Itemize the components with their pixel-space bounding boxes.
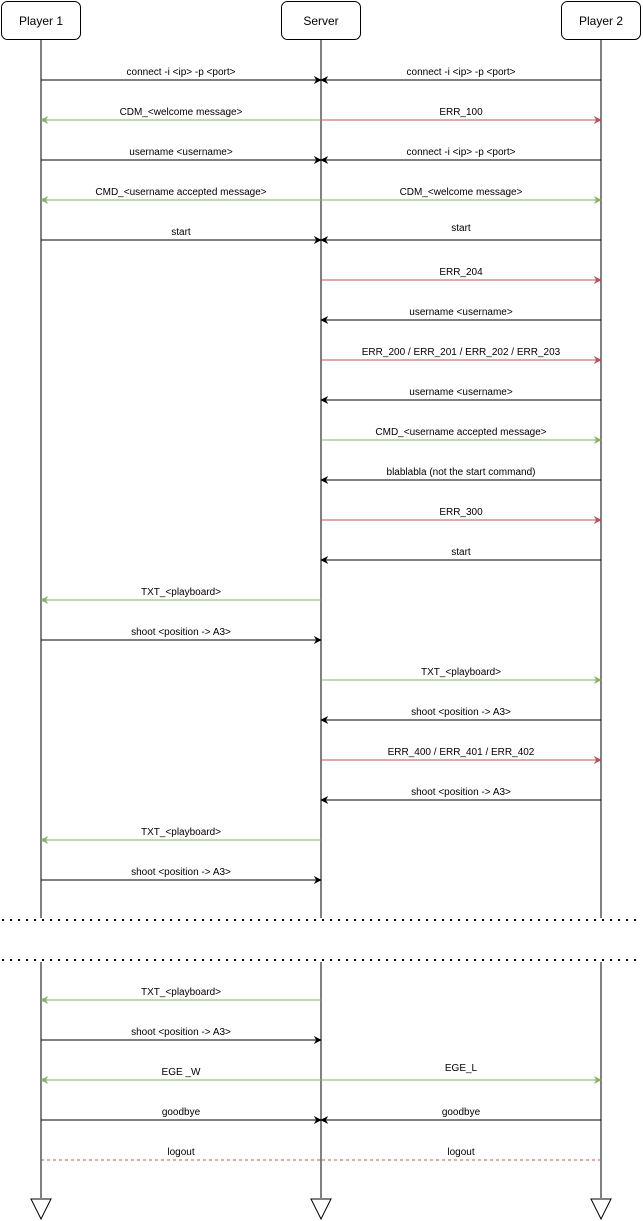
message-label: TXT_<playboard> bbox=[141, 587, 221, 598]
message-26: shoot <position -> A3> bbox=[41, 867, 322, 884]
message-32: goodbye bbox=[320, 1107, 601, 1124]
message-label: start bbox=[171, 227, 191, 238]
message-11: ERR_204 bbox=[321, 267, 602, 284]
message-10: start bbox=[320, 223, 601, 244]
message-label: ERR_400 / ERR_401 / ERR_402 bbox=[388, 747, 535, 758]
message-3: CDM_<welcome message> bbox=[40, 107, 321, 124]
message-label: EGE_L bbox=[445, 1063, 478, 1074]
message-16: blablabla (not the start command) bbox=[320, 467, 601, 484]
message-7: CMD_<username accepted message> bbox=[40, 187, 321, 204]
message-14: username <username> bbox=[320, 387, 601, 404]
message-label: logout bbox=[447, 1147, 474, 1158]
message-label: CDM_<welcome message> bbox=[400, 187, 523, 198]
actor-server: Server bbox=[281, 1, 361, 40]
actor-player-1: Player 1 bbox=[1, 1, 81, 40]
message-label: username <username> bbox=[409, 307, 513, 318]
message-label: TXT_<playboard> bbox=[141, 827, 221, 838]
message-6: connect -i <ip> -p <port> bbox=[320, 147, 601, 164]
message-label: connect -i <ip> -p <port> bbox=[127, 67, 236, 78]
message-label: goodbye bbox=[442, 1107, 481, 1118]
message-5: username <username> bbox=[41, 147, 322, 164]
message-19: TXT_<playboard> bbox=[40, 587, 321, 604]
lifeline-end-player-2 bbox=[590, 1198, 612, 1221]
message-label: start bbox=[451, 223, 471, 234]
message-24: shoot <position -> A3> bbox=[320, 787, 601, 804]
message-label: connect -i <ip> -p <port> bbox=[407, 147, 516, 158]
message-label: EGE _W bbox=[162, 1067, 201, 1078]
lifeline-end-player-1 bbox=[30, 1198, 52, 1221]
message-1: connect -i <ip> -p <port> bbox=[41, 67, 322, 84]
message-label: shoot <position -> A3> bbox=[411, 787, 511, 798]
message-12: username <username> bbox=[320, 307, 601, 324]
message-list: connect -i <ip> -p <port> connect -i <ip>… bbox=[40, 67, 602, 1161]
actor-label: Server bbox=[303, 14, 338, 28]
message-label: goodbye bbox=[162, 1107, 201, 1118]
message-label: ERR_300 bbox=[439, 507, 483, 518]
message-label: TXT_<playboard> bbox=[421, 667, 501, 678]
message-label: shoot <position -> A3> bbox=[131, 867, 231, 878]
message-label: CMD_<username accepted message> bbox=[95, 187, 266, 198]
message-31: goodbye bbox=[41, 1107, 322, 1124]
message-23: ERR_400 / ERR_401 / ERR_402 bbox=[321, 747, 602, 764]
message-label: ERR_204 bbox=[439, 267, 483, 278]
message-18: start bbox=[320, 547, 601, 564]
message-28: shoot <position -> A3> bbox=[41, 1027, 322, 1044]
message-33: logout bbox=[41, 1147, 321, 1161]
message-29: EGE _W bbox=[40, 1067, 321, 1084]
message-27: TXT_<playboard> bbox=[40, 987, 321, 1004]
actor-label: Player 2 bbox=[579, 14, 623, 28]
message-21: TXT_<playboard> bbox=[321, 667, 602, 684]
message-label: logout bbox=[167, 1147, 194, 1158]
message-17: ERR_300 bbox=[321, 507, 602, 524]
message-4: ERR_100 bbox=[321, 107, 602, 124]
message-label: shoot <position -> A3> bbox=[411, 707, 511, 718]
message-label: ERR_100 bbox=[439, 107, 483, 118]
message-8: CDM_<welcome message> bbox=[321, 187, 602, 204]
message-25: TXT_<playboard> bbox=[40, 827, 321, 844]
lifeline-end-server bbox=[310, 1198, 332, 1221]
message-label: connect -i <ip> -p <port> bbox=[407, 67, 516, 78]
message-label: username <username> bbox=[409, 387, 513, 398]
message-label: shoot <position -> A3> bbox=[131, 627, 231, 638]
actor-player-2: Player 2 bbox=[561, 1, 641, 40]
message-label: shoot <position -> A3> bbox=[131, 1027, 231, 1038]
message-15: CMD_<username accepted message> bbox=[321, 427, 602, 444]
message-label: TXT_<playboard> bbox=[141, 987, 221, 998]
message-label: start bbox=[451, 547, 471, 558]
message-34: logout bbox=[321, 1147, 601, 1161]
message-22: shoot <position -> A3> bbox=[320, 707, 601, 724]
message-label: CDM_<welcome message> bbox=[120, 107, 243, 118]
actor-box bbox=[1, 1, 81, 40]
actor-box bbox=[561, 1, 641, 40]
message-label: ERR_200 / ERR_201 / ERR_202 / ERR_203 bbox=[362, 347, 561, 358]
message-9: start bbox=[41, 227, 322, 244]
actor-box bbox=[281, 1, 361, 40]
actor-label: Player 1 bbox=[19, 14, 63, 28]
message-20: shoot <position -> A3> bbox=[41, 627, 322, 644]
message-2: connect -i <ip> -p <port> bbox=[320, 67, 601, 84]
message-label: CMD_<username accepted message> bbox=[375, 427, 546, 438]
message-label: username <username> bbox=[129, 147, 233, 158]
message-30: EGE_L bbox=[321, 1063, 602, 1084]
message-13: ERR_200 / ERR_201 / ERR_202 / ERR_203 bbox=[321, 347, 602, 364]
message-label: blablabla (not the start command) bbox=[387, 467, 536, 478]
